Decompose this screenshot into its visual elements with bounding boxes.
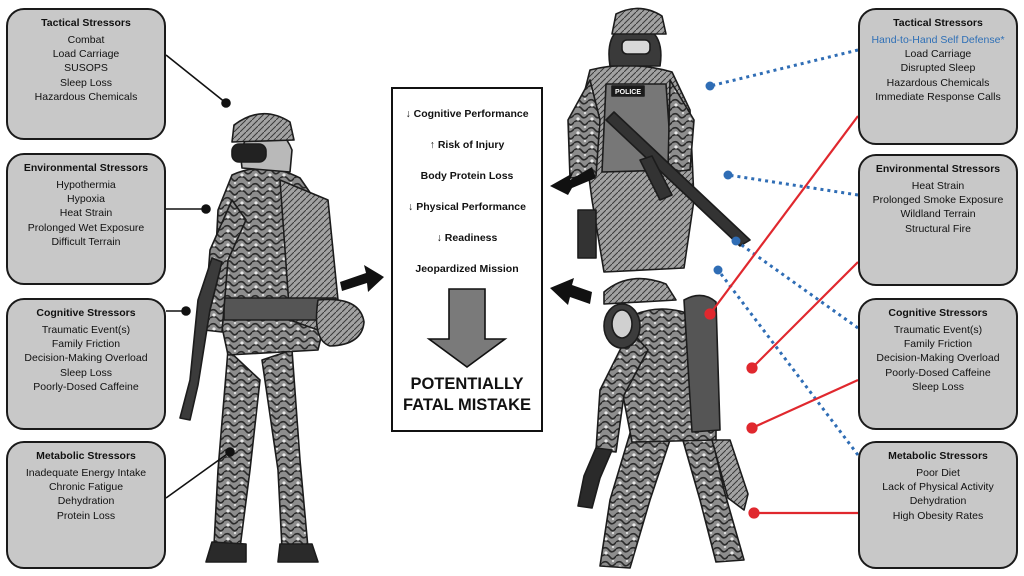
stressor-item: Prolonged Wet Exposure bbox=[27, 221, 145, 234]
stressor-item: Family Friction bbox=[51, 338, 121, 351]
stressor-item: Traumatic Event(s) bbox=[41, 324, 131, 336]
down-arrow-icon bbox=[426, 288, 508, 368]
fatal-line: FATAL MISTAKE bbox=[402, 396, 532, 414]
stressor-item: Lack of Physical Activity bbox=[882, 481, 994, 494]
stressor-item: Dehydration bbox=[909, 495, 967, 508]
stressor-item: Protein Loss bbox=[56, 509, 116, 522]
outcome-item: ↓ Readiness bbox=[436, 232, 498, 244]
stressor-item: Structural Fire bbox=[905, 222, 971, 235]
box-title: Environmental Stressors bbox=[875, 163, 1001, 175]
firefighter-connectors bbox=[704, 115, 859, 519]
outcome-item: Body Protein Loss bbox=[420, 170, 514, 182]
outcome-item: ↓ Cognitive Performance bbox=[405, 108, 529, 120]
outcomes-box: ↓ Cognitive Performance ↑ Risk of Injury… bbox=[391, 87, 543, 432]
stressor-item: Sleep Loss bbox=[60, 76, 112, 89]
stressor-item: Combat bbox=[67, 34, 105, 46]
outcome-item: Jeopardized Mission bbox=[415, 263, 519, 275]
stressor-item: Traumatic Event(s) bbox=[893, 324, 983, 336]
responder-tactical-stressors-box: Tactical Stressors Hand-to-Hand Self Def… bbox=[858, 8, 1018, 145]
stressor-item: Load Carriage bbox=[904, 48, 972, 61]
soldier-tactical-stressors-box: Tactical Stressors Combat Load Carriage … bbox=[6, 8, 166, 140]
fatal-mistake-label: POTENTIALLY FATAL MISTAKE bbox=[393, 374, 541, 416]
stressor-item: Sleep Loss bbox=[60, 366, 112, 379]
stressor-item: Wildland Terrain bbox=[900, 208, 976, 221]
stressor-item: Inadequate Energy Intake bbox=[25, 467, 147, 479]
soldier-connectors bbox=[165, 54, 235, 499]
fatal-line: POTENTIALLY bbox=[410, 375, 524, 393]
box-title: Metabolic Stressors bbox=[888, 450, 988, 462]
stressor-item: Poor Diet bbox=[916, 467, 960, 479]
box-title: Tactical Stressors bbox=[41, 17, 131, 29]
box-title: Metabolic Stressors bbox=[36, 450, 136, 462]
responder-metabolic-stressors-box: Metabolic Stressors Poor Diet Lack of Ph… bbox=[858, 441, 1018, 569]
responder-cognitive-stressors-box: Cognitive Stressors Traumatic Event(s) F… bbox=[858, 298, 1018, 430]
police-connectors bbox=[709, 48, 860, 456]
soldier-environmental-stressors-box: Environmental Stressors Hypothermia Hypo… bbox=[6, 153, 166, 285]
stressor-item: SUSOPS bbox=[64, 62, 108, 75]
outcome-item: ↑ Risk of Injury bbox=[429, 139, 505, 151]
box-title: Tactical Stressors bbox=[893, 17, 983, 29]
box-title: Cognitive Stressors bbox=[36, 307, 136, 319]
stressor-item: Immediate Response Calls bbox=[875, 90, 1001, 103]
responder-environmental-stressors-box: Environmental Stressors Heat Strain Prol… bbox=[858, 154, 1018, 286]
stressor-item: Prolonged Smoke Exposure bbox=[872, 194, 1004, 207]
stressor-item: Sleep Loss bbox=[912, 380, 964, 393]
stressor-item: Disrupted Sleep bbox=[900, 62, 976, 75]
stressor-item: Hazardous Chemicals bbox=[886, 76, 990, 89]
stressor-item: Poorly-Dosed Caffeine bbox=[885, 366, 991, 379]
left-arrow-icon bbox=[550, 278, 592, 305]
left-arrow-icon bbox=[550, 167, 596, 195]
stressor-item: Decision-Making Overload bbox=[24, 352, 148, 365]
stressor-item: Chronic Fatigue bbox=[48, 481, 124, 494]
stressor-item: Decision-Making Overload bbox=[876, 352, 1000, 365]
stressor-item: Poorly-Dosed Caffeine bbox=[33, 380, 139, 393]
stressor-item: Hypoxia bbox=[67, 193, 105, 206]
soldier-figure bbox=[179, 112, 365, 563]
stressor-item: Dehydration bbox=[57, 495, 115, 508]
right-arrow-icon bbox=[340, 265, 384, 292]
box-title: Cognitive Stressors bbox=[888, 307, 988, 319]
stressor-item-highlighted: Hand-to-Hand Self Defense* bbox=[871, 34, 1005, 46]
soldier-metabolic-stressors-box: Metabolic Stressors Inadequate Energy In… bbox=[6, 441, 166, 569]
stressor-item: Hypothermia bbox=[56, 179, 116, 191]
police-connector-dots bbox=[705, 81, 741, 275]
stressor-item: High Obesity Rates bbox=[892, 509, 984, 522]
stressor-item: Heat Strain bbox=[59, 207, 113, 220]
stressor-item: Heat Strain bbox=[911, 180, 965, 192]
stressor-item: Load Carriage bbox=[52, 48, 120, 61]
stressor-item: Difficult Terrain bbox=[51, 235, 121, 248]
police-patch: POLICE bbox=[615, 89, 641, 96]
box-title: Environmental Stressors bbox=[23, 162, 149, 174]
firefighter-figure bbox=[577, 277, 749, 569]
soldier-cognitive-stressors-box: Cognitive Stressors Traumatic Event(s) F… bbox=[6, 298, 166, 430]
police-officer-figure: POLICE bbox=[567, 7, 751, 273]
outcome-item: ↓ Physical Performance bbox=[408, 201, 526, 213]
stressor-item: Family Friction bbox=[903, 338, 973, 351]
stressor-item: Hazardous Chemicals bbox=[34, 90, 138, 103]
